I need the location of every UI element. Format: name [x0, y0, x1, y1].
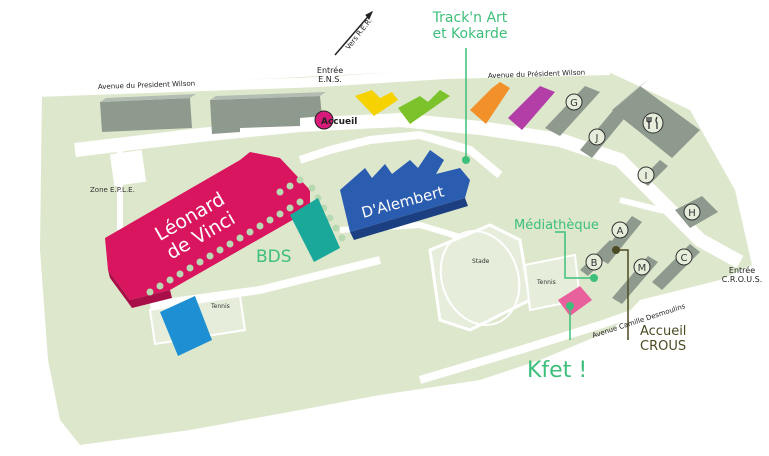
road-avenue-wilson — [34, 65, 611, 97]
leader-kfet-dot — [566, 302, 574, 310]
building-g — [545, 86, 600, 136]
tree-rows — [146, 176, 346, 296]
vers-rer-label: Vers R.E.R. — [344, 17, 373, 52]
zone-eple-label: Zone E.P.L.E. — [90, 186, 135, 194]
marker-c — [675, 248, 693, 266]
bds-label: BDS — [256, 247, 292, 267]
campus-ground — [40, 68, 752, 445]
marker-a-letter: A — [617, 226, 624, 237]
building-orange — [470, 82, 510, 124]
marker-restaurant — [642, 112, 664, 134]
text-line: C.R.O.U.S. — [722, 275, 762, 284]
leader-mediatheque-dot — [590, 274, 598, 282]
building-gray-2 — [210, 96, 322, 134]
avenue-wilson-right: Avenue du Président Wilson — [488, 69, 585, 80]
kfet-label: Kfet ! — [527, 358, 587, 383]
stade-track — [439, 230, 521, 326]
arrow-vers-rer-head — [365, 10, 373, 20]
marker-g — [565, 93, 583, 111]
zone-eple-square — [109, 149, 147, 187]
building-restaurant-top — [612, 80, 648, 110]
building-gray-1 — [100, 98, 192, 132]
marker-m — [633, 258, 651, 276]
building-purple — [508, 86, 555, 130]
building-dalembert — [340, 150, 470, 232]
building-kfet — [558, 286, 592, 316]
road-center-loop — [298, 130, 503, 179]
building-gray-1-roof — [100, 94, 196, 102]
accueil-label: Accueil — [321, 117, 357, 127]
marker-m-letter: M — [638, 263, 647, 274]
arrow-vers-rer — [334, 11, 373, 56]
text-line: CROUS — [640, 339, 686, 354]
marker-c-letter: C — [681, 253, 688, 264]
building-dalembert-shadow — [350, 198, 468, 240]
text-line: Accueil — [640, 324, 686, 339]
leader-mediatheque — [555, 231, 592, 279]
building-leonard-shadow — [108, 270, 172, 308]
marker-h — [683, 203, 701, 221]
road-desmoulins — [418, 286, 702, 384]
marker-h-letter: H — [688, 208, 696, 219]
restaurant-icon — [646, 116, 658, 129]
building-bds — [290, 198, 340, 262]
text-line: et Kokarde — [432, 26, 507, 42]
leader-track-dot — [462, 156, 470, 164]
text-line: Track'n Art — [432, 10, 508, 26]
marker-b — [585, 253, 603, 271]
tennis-left-label: Tennis — [210, 303, 230, 310]
leader-crous — [618, 249, 629, 340]
avenue-wilson-left: Avenue du President Wilson — [98, 80, 195, 91]
text-line: E.N.S. — [318, 75, 342, 84]
building-gray-2-roof — [210, 92, 326, 100]
marker-g-letter: G — [570, 98, 578, 109]
building-lime — [398, 90, 450, 124]
tennis-right-label: Tennis — [536, 279, 556, 286]
marker-j — [588, 128, 606, 146]
marker-i — [637, 166, 655, 184]
accueil-marker — [314, 110, 334, 130]
marker-b-letter: B — [591, 258, 598, 269]
marker-j-letter: J — [595, 133, 599, 144]
leader-crous-dot — [612, 246, 620, 254]
building-yellow — [355, 90, 398, 116]
road-main-curve — [74, 112, 744, 269]
letter-markers — [565, 93, 701, 276]
marker-i-letter: I — [645, 171, 648, 182]
marker-a — [611, 221, 629, 239]
text-line: Entrée — [317, 65, 343, 75]
building-tennis-blue — [160, 296, 212, 356]
stade-label: Stade — [472, 258, 490, 265]
mediatheque-label: Médiathèque — [514, 218, 599, 233]
text-line: Entrée — [729, 265, 755, 275]
building-leonard-de-vinci — [105, 152, 310, 300]
